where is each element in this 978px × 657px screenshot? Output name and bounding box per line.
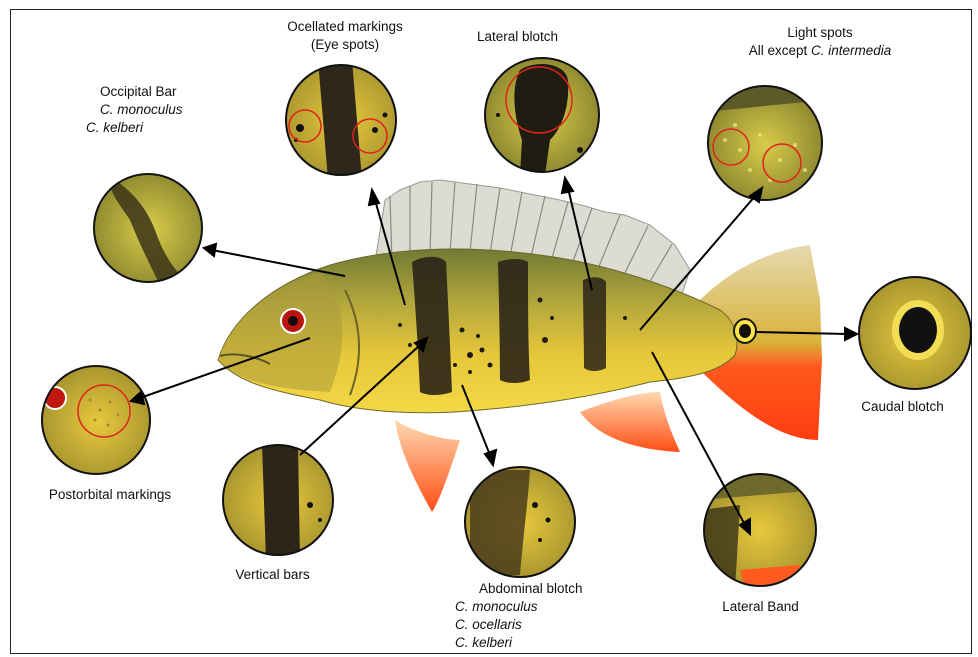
vertical-bar-3 [583, 277, 606, 371]
label-vertical-bars: Vertical bars [220, 566, 325, 584]
zoom-lateral-band [700, 472, 820, 590]
label-abdominal-blotch: Abdominal blotch C. monoculus C. ocellar… [455, 580, 583, 652]
zoom-lateral-blotch [482, 55, 602, 175]
label-postorbital-markings: Postorbital markings [30, 486, 190, 504]
label-caudal-blotch: Caudal blotch [850, 398, 955, 416]
anal-fin [580, 392, 680, 452]
arrowhead-caudal [845, 328, 857, 340]
zoom-light-spots [705, 85, 825, 205]
arrowhead-ocellated [369, 190, 379, 205]
zoom-vertical-bars [220, 444, 340, 560]
label-lateral-band: Lateral Band [708, 598, 813, 616]
vertical-bar-2 [498, 259, 530, 383]
label-occipital-bar: Occipital Bar C. monoculus C. kelberi [86, 83, 183, 137]
zoom-ocellated-markings [280, 60, 405, 180]
zoom-occipital-bar [90, 170, 210, 290]
arrowhead-lateral-blotch [562, 178, 573, 193]
pelvic-fin [395, 420, 460, 512]
zoom-caudal-blotch [855, 275, 975, 395]
label-light-spots: Light spots All except C. intermedia [720, 24, 920, 60]
arrowhead-abdominal [485, 450, 496, 465]
zoom-postorbital-markings [40, 365, 155, 480]
zoom-abdominal-blotch [462, 465, 582, 580]
label-lateral-blotch: Lateral blotch [460, 28, 575, 46]
label-ocellated-markings: Ocellated markings (Eye spots) [270, 18, 420, 54]
arrowhead-occipital [204, 244, 216, 256]
